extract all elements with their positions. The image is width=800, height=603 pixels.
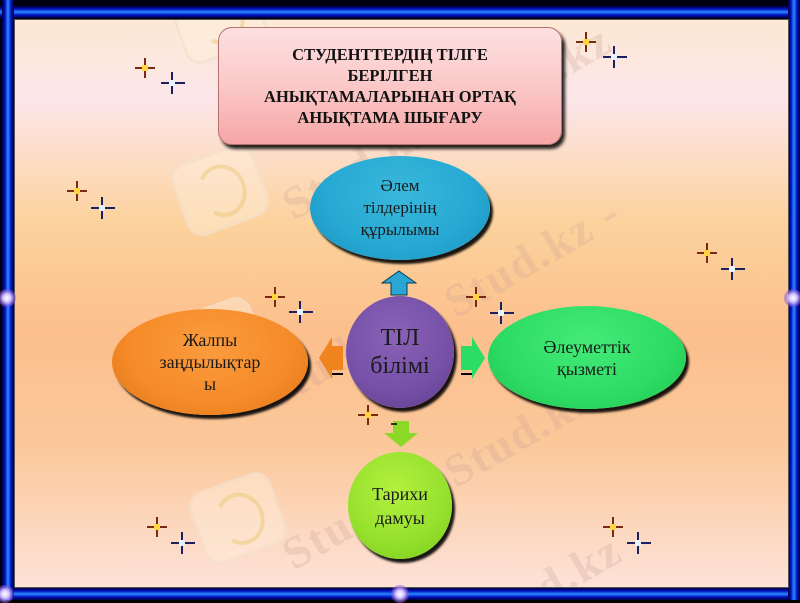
sparkle-icon [67,181,87,201]
sparkle-icon [603,46,627,68]
node-label: заңдылықтар [159,352,261,372]
sparkle-icon [289,301,313,323]
sparkle-icon [91,197,115,219]
node-label: ТІЛ [380,325,420,351]
arrow-up-icon [381,270,417,296]
sparkle-icon [627,532,651,554]
node-label: Тарихи [372,483,428,504]
arrow-right-icon [461,337,485,379]
node-label: қызметі [557,358,617,379]
sparkle-icon [603,517,623,537]
sparkle-icon [147,517,167,537]
sparkle-icon [135,58,155,78]
node-label: Әлем [380,176,420,195]
sparkle-icon [576,32,596,52]
node-general-laws: Жалпы заңдылықтар ы [112,309,308,415]
node-historical-development: Тарихи дамуы [348,452,452,559]
node-label: ы [203,374,217,394]
node-label: құрылымы [360,220,440,239]
node-linguistics-center: ТІЛ білімі [346,296,454,408]
node-world-languages-structure: Әлем тілдерінің құрылымы [310,156,490,260]
node-label: тілдерінің [363,198,437,217]
sparkle-icon [358,405,378,425]
arrow-left-icon [319,337,343,379]
watermark-logo-icon [184,467,292,569]
node-label: дамуы [375,507,425,528]
frame-glow [391,585,409,603]
arrow-down-icon [384,421,418,447]
node-label: Әлеуметтік [543,336,631,357]
sparkle-icon [161,72,185,94]
sparkle-icon [171,532,195,554]
sparkle-icon [490,302,514,324]
frame-border-top [0,6,800,18]
node-social-function: Әлеуметтік қызметі [488,306,686,409]
sparkle-icon [466,287,486,307]
frame-glow [0,585,14,603]
title-line: АНЫҚТАМА ШЫҒАРУ [297,108,483,127]
sparkle-icon [265,287,285,307]
title-line: БЕРІЛГЕН [347,66,433,85]
frame-glow [0,289,16,307]
sparkle-icon [697,243,717,263]
slide-title: СТУДЕНТТЕРДІҢ ТІЛГЕ БЕРІЛГЕН АНЫҚТАМАЛАР… [256,44,524,128]
node-label: Жалпы [182,330,238,350]
title-box: СТУДЕНТТЕРДІҢ ТІЛГЕ БЕРІЛГЕН АНЫҚТАМАЛАР… [218,27,562,145]
node-label: білімі [370,353,430,379]
title-line: АНЫҚТАМАЛАРЫНАН ОРТАҚ [264,87,516,106]
title-line: СТУДЕНТТЕРДІҢ ТІЛГЕ [292,45,488,64]
sparkle-icon [721,258,745,280]
watermark-logo-icon [166,139,274,241]
frame-glow [784,289,800,307]
